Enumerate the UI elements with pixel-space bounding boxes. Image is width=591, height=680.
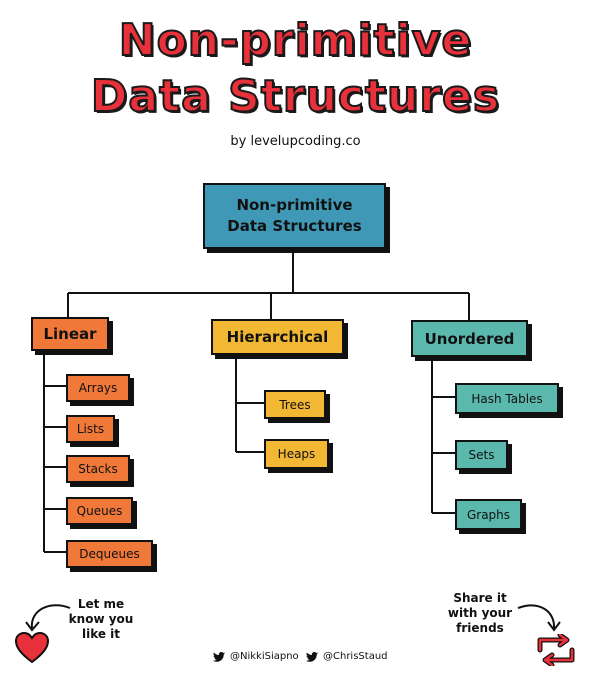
handle-chris-text: @ChrisStaud xyxy=(323,651,388,662)
heart-icon xyxy=(14,631,50,664)
category-linear: Linear xyxy=(31,317,109,351)
twitter-bird-icon xyxy=(213,651,225,662)
share-note-line2: with your xyxy=(447,606,513,620)
leaf-stacks: Stacks xyxy=(66,455,130,483)
leaf-queues: Queues xyxy=(66,497,133,525)
like-note-line3: like it xyxy=(81,627,121,641)
retweet-icon xyxy=(537,634,575,666)
leaf-heaps: Heaps xyxy=(264,439,329,469)
like-note-line1: Let me xyxy=(77,597,125,611)
share-note-line3: friends xyxy=(456,621,504,635)
leaf-trees: Trees xyxy=(264,390,326,419)
share-note-line1: Share it xyxy=(453,591,507,605)
leaf-sets: Sets xyxy=(455,440,508,470)
handle-nikki[interactable]: @NikkiSiapno xyxy=(213,651,299,662)
title-line-1: Non-primitive xyxy=(118,15,473,67)
arrow-curve-right xyxy=(517,604,556,629)
arrow-head-left xyxy=(25,621,40,632)
root-node-line1: Non-primitive xyxy=(236,196,353,214)
leaf-lists: Lists xyxy=(66,415,115,443)
category-hierarchical: Hierarchical xyxy=(211,319,344,355)
title-line-2: Data Structures xyxy=(90,71,501,123)
category-unordered: Unordered xyxy=(411,320,528,357)
twitter-bird-icon xyxy=(306,651,318,662)
arrow-curve-left xyxy=(30,604,71,629)
leaf-hash-tables: Hash Tables xyxy=(455,383,559,414)
share-note: Share it with your friends xyxy=(443,591,517,636)
byline: by levelupcoding.co xyxy=(230,134,361,149)
leaf-arrays: Arrays xyxy=(66,374,130,402)
handle-nikki-text: @NikkiSiapno xyxy=(230,651,299,662)
like-note-line2: know you xyxy=(68,612,134,626)
arrow-head-right xyxy=(547,621,561,632)
like-note: Let me know you like it xyxy=(66,597,136,642)
root-node: Non-primitive Data Structures xyxy=(203,183,386,249)
root-node-line2: Data Structures xyxy=(227,217,362,235)
leaf-dequeues: Dequeues xyxy=(66,540,153,568)
handle-chris[interactable]: @ChrisStaud xyxy=(306,651,388,662)
leaf-graphs: Graphs xyxy=(455,499,522,530)
